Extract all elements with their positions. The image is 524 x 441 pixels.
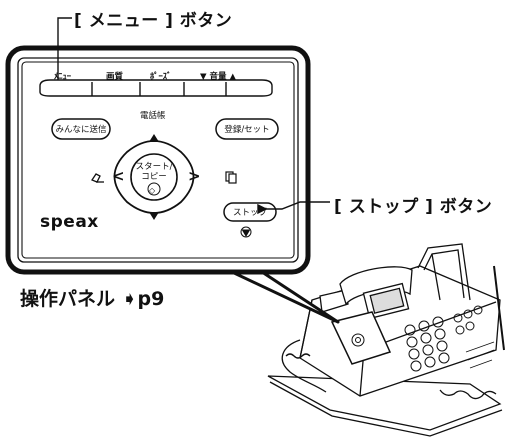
start-copy-button[interactable]: スタート/ コピー — [131, 162, 177, 182]
pause-key-label[interactable]: ﾎﾟｰｽﾞ — [150, 72, 172, 82]
dpad — [113, 140, 195, 214]
dpad-down-arrow — [149, 212, 159, 220]
send-all-button-shape — [51, 118, 111, 140]
copy-icon — [225, 171, 237, 184]
leader-lines — [57, 17, 330, 215]
register-set-button[interactable]: 登録/セット — [224, 125, 270, 135]
phonebook-label: 電話帳 — [140, 111, 166, 121]
panel-reference-label: 操作パネル ➧p9 — [20, 288, 165, 310]
brand-logo: speax — [40, 212, 99, 232]
dpad-right-arrow[interactable]: > — [188, 167, 201, 185]
register-button-shape — [215, 118, 279, 140]
menu-key-label[interactable]: ﾒﾆｭｰ — [54, 72, 72, 82]
send-all-button[interactable]: みんなに送信 — [55, 125, 107, 135]
copy-label: コピー — [141, 172, 167, 182]
start-diamond-icon: ◇ — [149, 186, 156, 195]
dpad-up-arrow — [149, 134, 159, 142]
start-label: スタート/ — [135, 162, 173, 172]
quality-key-label[interactable]: 画質 — [106, 72, 124, 82]
fax-machine-illustration — [267, 243, 505, 437]
dpad-left-arrow[interactable]: < — [112, 167, 125, 185]
volume-key-label[interactable]: ▼ 音量 ▲ — [200, 72, 236, 82]
hook-icon — [91, 173, 104, 183]
stop-button[interactable]: ストップ — [232, 208, 267, 218]
stop-circle-icon — [240, 226, 252, 238]
top-key-strip — [39, 79, 273, 97]
dpad-arrows — [149, 134, 159, 220]
stop-button-callout: [ ストップ ] ボタン — [334, 197, 493, 217]
menu-button-callout: [ メニュー ] ボタン — [74, 11, 233, 31]
